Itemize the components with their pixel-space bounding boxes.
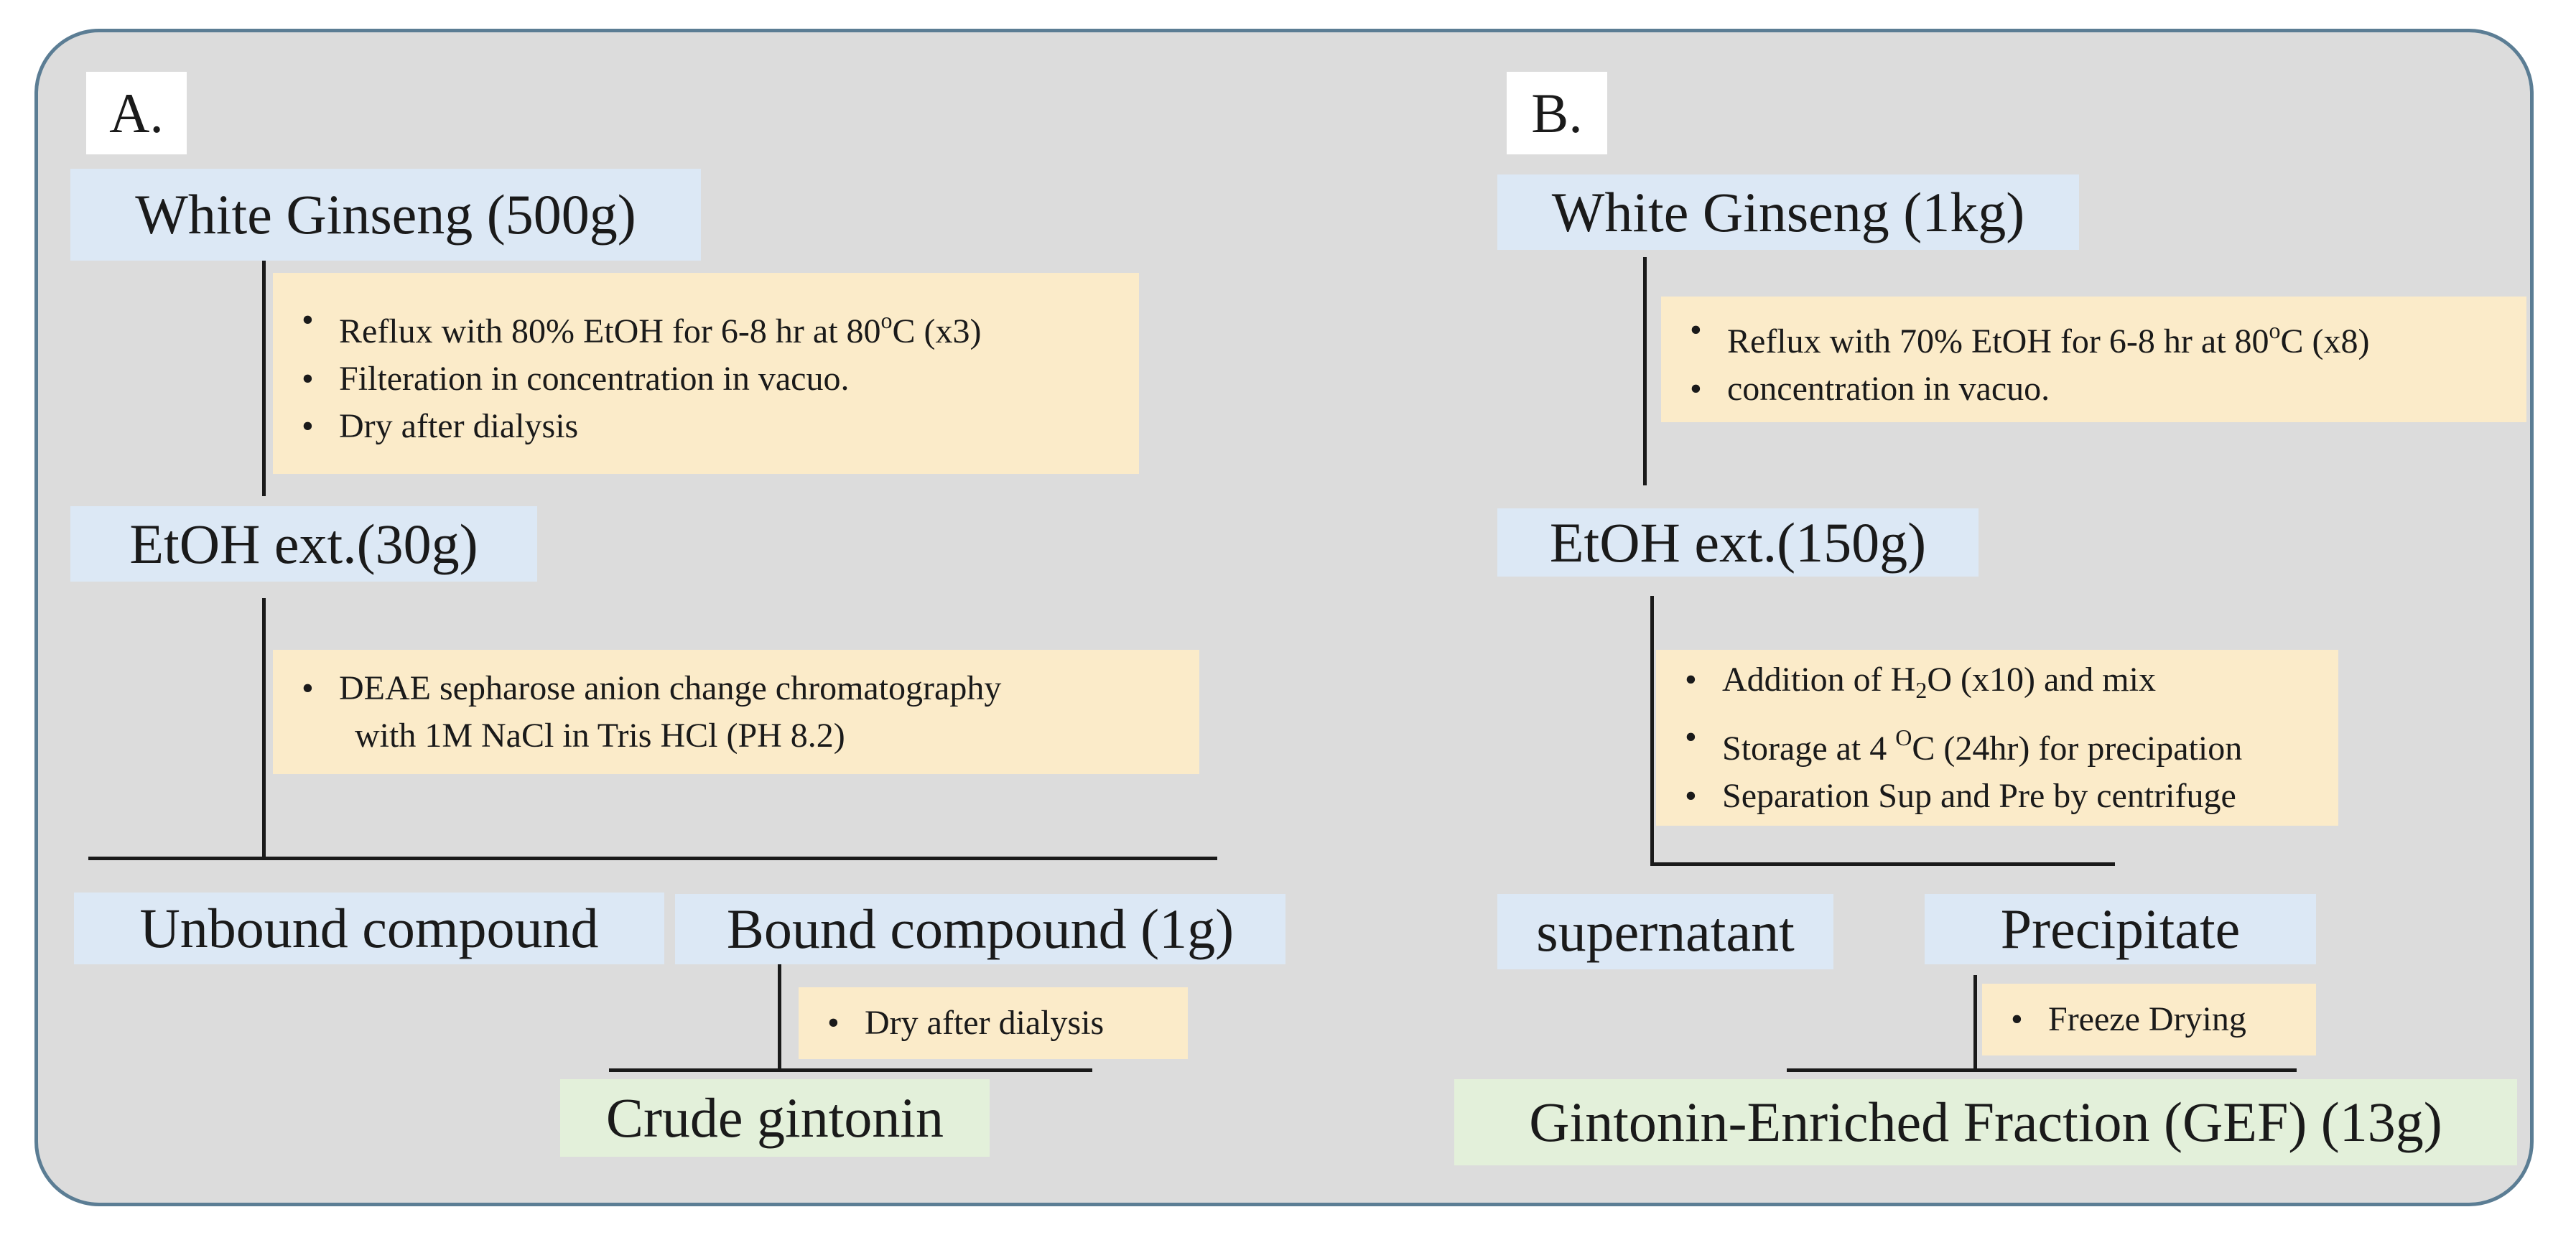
panel-b-step-1-bullet-2: concentration in vacuo. [1683, 365, 2505, 413]
panel-a-bound-node: Bound compound (1g) [675, 894, 1285, 964]
panel-a-step-2-bullet-1: DEAE sepharose anion change chromatograp… [294, 665, 1178, 712]
panel-b-connector-1 [1643, 257, 1647, 485]
panel-a-step-1-bullet-2: Filteration in concentration in vacuo. [294, 355, 1117, 403]
panel-b-supernatant-node: supernatant [1497, 894, 1833, 969]
panel-a-step-3-bullet-1: Dry after dialysis [820, 999, 1166, 1047]
panel-a-result-line [609, 1068, 1092, 1072]
panel-a-branch-line [88, 857, 1217, 860]
panel-a-start-node: White Ginseng (500g) [70, 169, 701, 261]
panel-b-step-2-bullet-1: Addition of H2O (x10) and mix [1678, 656, 2317, 714]
panel-a-extract-node: EtOH ext.(30g) [70, 506, 537, 582]
panel-b-start-node: White Ginseng (1kg) [1497, 174, 2079, 250]
panel-a-step-2-bullet-1-cont: with 1M NaCl in Tris HCl (PH 8.2) [355, 716, 845, 755]
panel-b-connector-3 [1973, 975, 1977, 1072]
panel-b-result-line [1787, 1068, 2297, 1072]
panel-a-connector-1 [262, 261, 266, 496]
panel-b-precipitate-node: Precipitate [1925, 894, 2316, 964]
panel-b-step-1-bullet-1: Reflux with 70% EtOH for 6-8 hr at 80oC … [1683, 307, 2505, 365]
panel-b-step-2-bullet-2: Storage at 4 OC (24hr) for precipation [1678, 714, 2317, 773]
panel-a-step-1-bullet-1: Reflux with 80% EtOH for 6-8 hr at 80oC … [294, 297, 1117, 355]
panel-b-result-node: Gintonin-Enriched Fraction (GEF) (13g) [1454, 1079, 2517, 1165]
panel-a-step-3: Dry after dialysis [799, 987, 1188, 1059]
panel-b-branch-line [1652, 862, 2115, 866]
panel-a-unbound-node: Unbound compound [74, 893, 664, 964]
panel-b-step-1: Reflux with 70% EtOH for 6-8 hr at 80oC … [1661, 297, 2526, 422]
panel-a-label: A. [86, 72, 187, 154]
panel-a-step-1-bullet-3: Dry after dialysis [294, 403, 1117, 450]
panel-b-step-3-bullet-1: Freeze Drying [2004, 996, 2294, 1043]
panel-b-step-3: Freeze Drying [1982, 984, 2316, 1055]
panel-a-connector-3 [778, 964, 781, 1072]
panel-b-step-2-bullet-3: Separation Sup and Pre by centrifuge [1678, 773, 2317, 820]
panel-a-step-2: DEAE sepharose anion change chromatograp… [273, 650, 1199, 774]
panel-b-connector-2 [1650, 596, 1654, 866]
panel-a-step-1: Reflux with 80% EtOH for 6-8 hr at 80oC … [273, 273, 1139, 474]
panel-b-extract-node: EtOH ext.(150g) [1497, 508, 1979, 577]
panel-b-step-2: Addition of H2O (x10) and mix Storage at… [1656, 650, 2338, 826]
panel-a-connector-2 [262, 598, 266, 859]
panel-b-label: B. [1507, 72, 1607, 154]
panel-a-result-node: Crude gintonin [560, 1079, 990, 1157]
